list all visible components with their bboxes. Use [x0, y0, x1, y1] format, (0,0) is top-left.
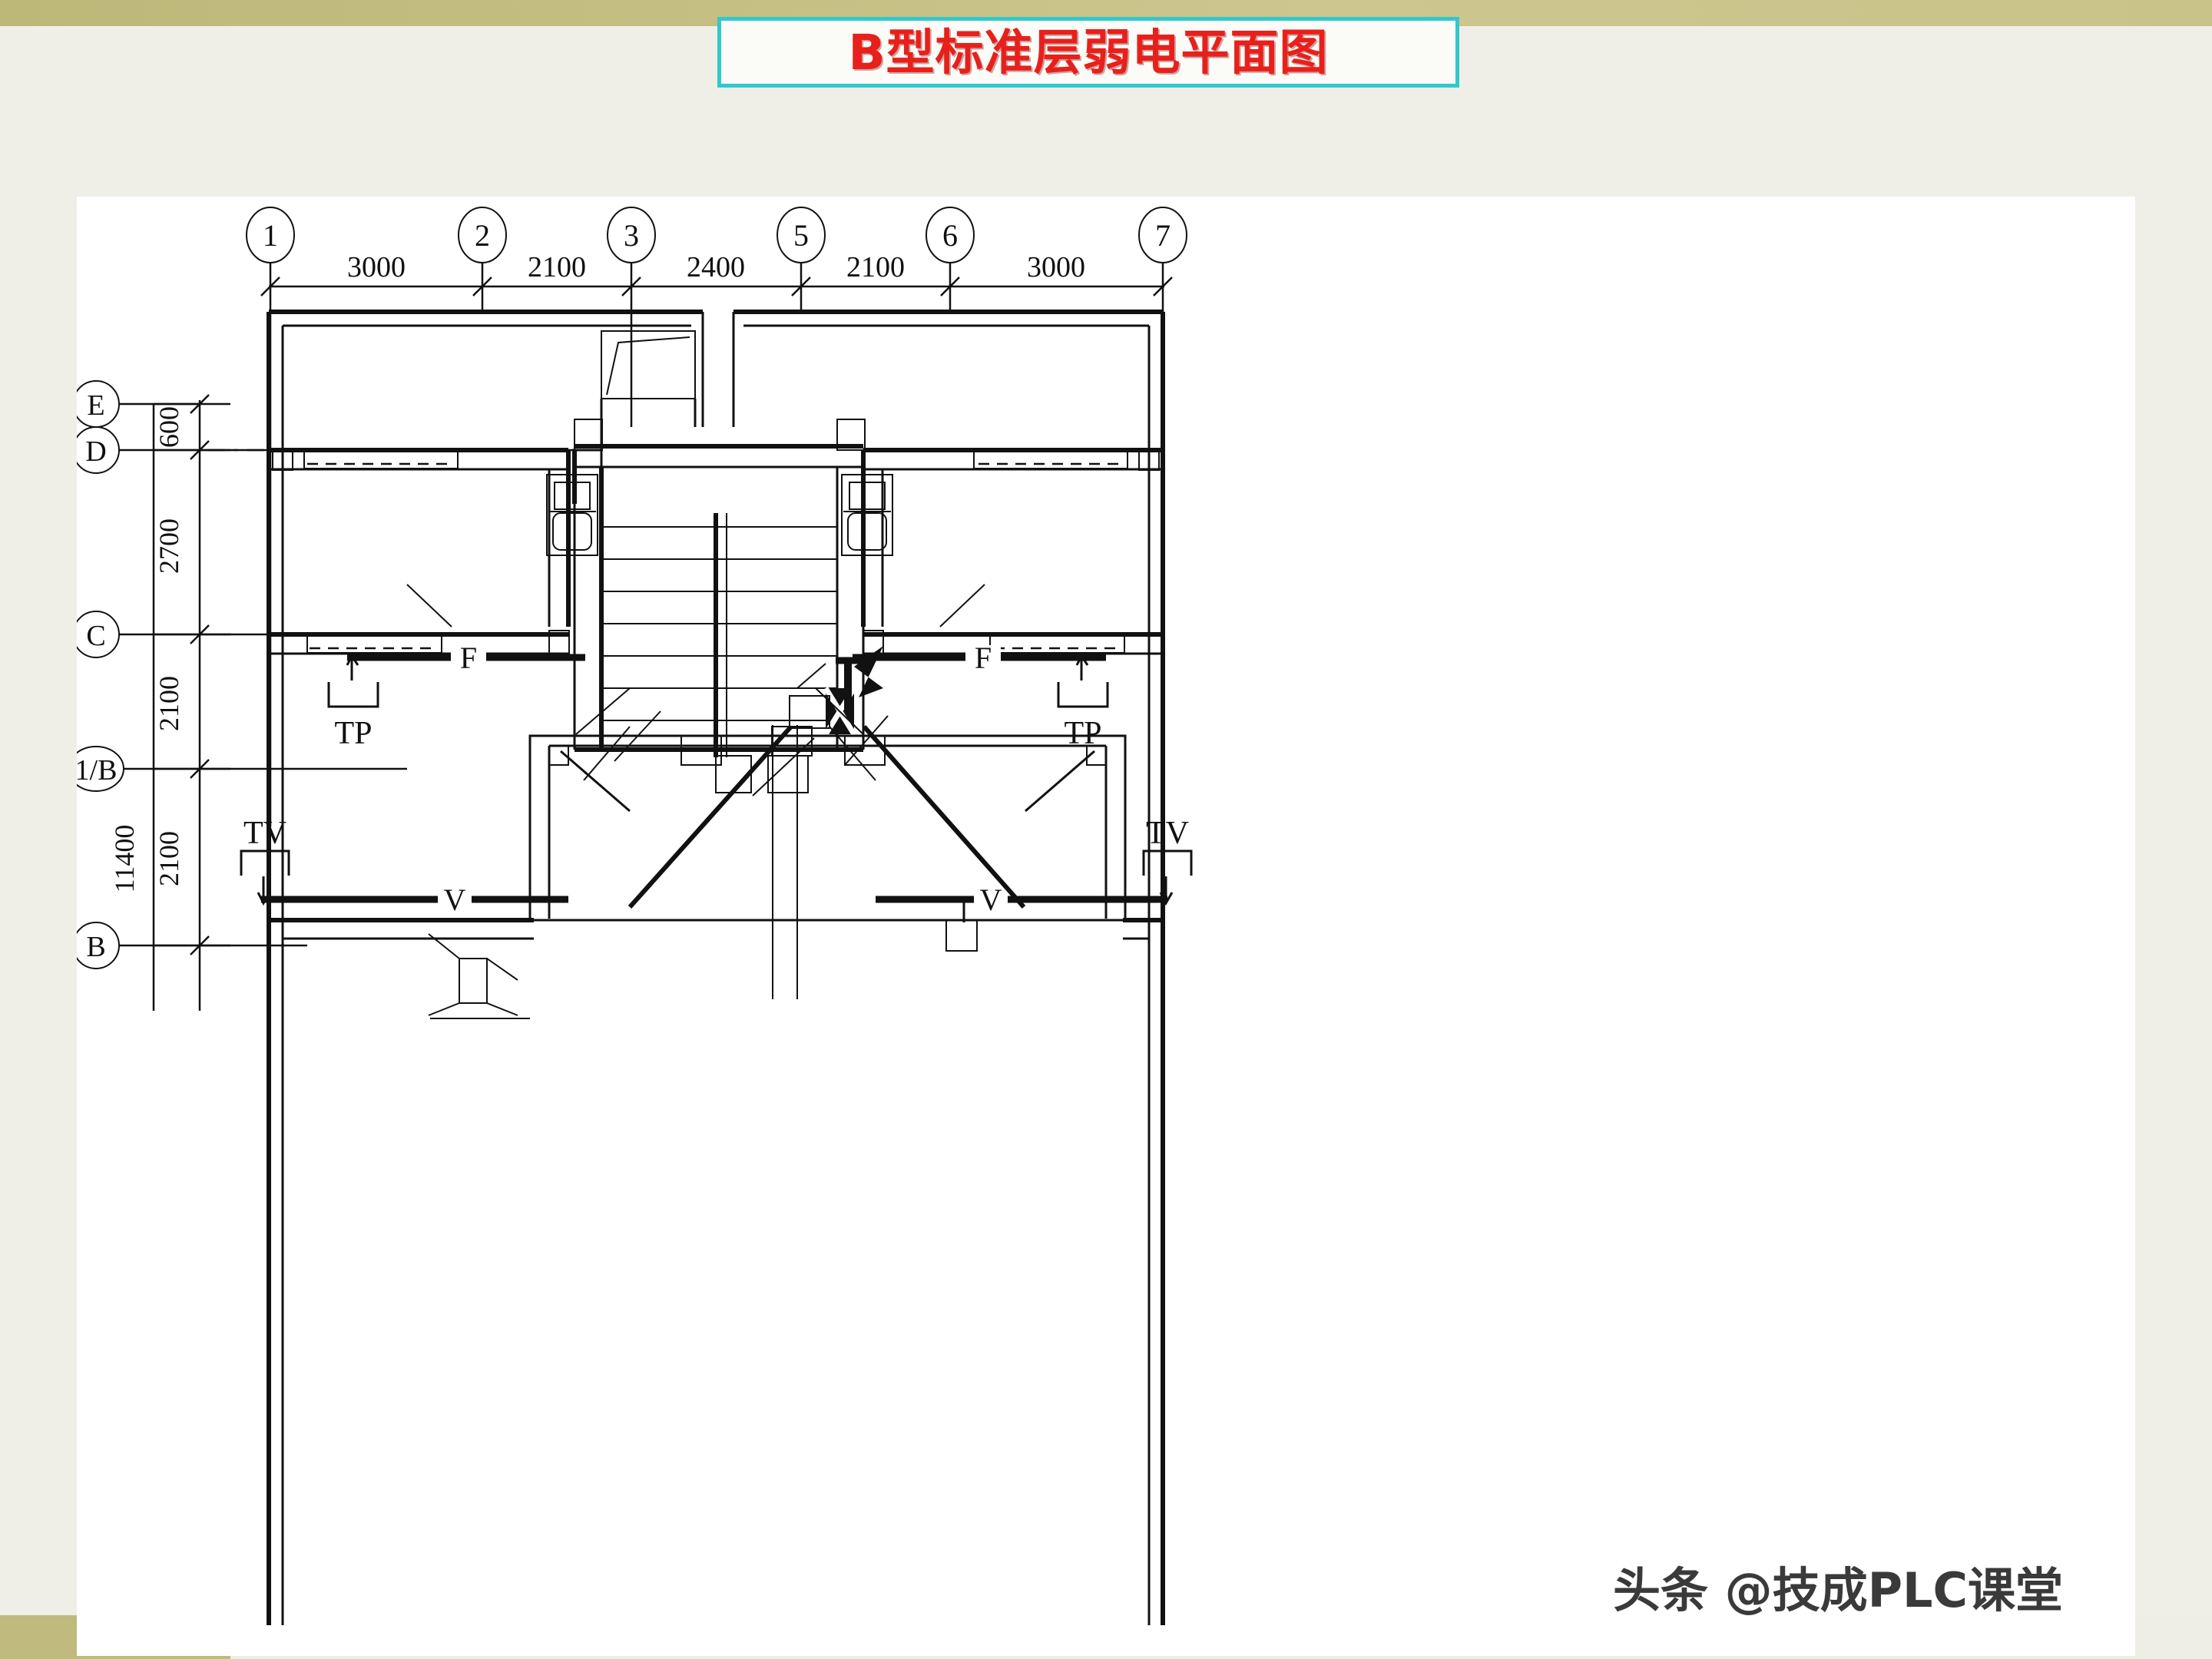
circuit-label-v-right: V — [980, 882, 1002, 917]
toilet-fixture-left — [546, 474, 598, 556]
left-dimension-ticks — [190, 394, 210, 955]
svg-text:3000: 3000 — [347, 251, 406, 283]
svg-text:5: 5 — [793, 218, 809, 253]
svg-text:E: E — [87, 389, 104, 422]
svg-text:600: 600 — [154, 406, 184, 448]
bottom-wall — [269, 899, 1163, 952]
svg-text:2: 2 — [475, 218, 490, 253]
device-label-tv-left: TV — [243, 816, 286, 851]
circuit-label-f-right: F — [975, 641, 992, 675]
top-dimension-ticks — [260, 276, 1173, 296]
slide-title-box: B型标准层弱电平面图 — [717, 17, 1459, 88]
balcony-block — [528, 663, 1127, 999]
downpipe-symbol — [428, 933, 530, 1019]
svg-text:D: D — [85, 435, 106, 468]
svg-text:6: 6 — [942, 218, 958, 253]
top-dimension-labels: 3000 2100 2400 2100 3000 — [347, 251, 1085, 283]
floor-plan-drawing: .w {fill:none;stroke:#111;stroke-width:3… — [77, 197, 2135, 1656]
svg-text:7: 7 — [1155, 218, 1171, 253]
device-label-tv-right: TV — [1146, 816, 1189, 851]
watermark: 头条 @技成PLC课堂 — [1613, 1562, 2064, 1618]
svg-text:1: 1 — [263, 218, 278, 253]
circuit-label-f-left: F — [460, 641, 477, 675]
svg-text:2100: 2100 — [154, 831, 184, 886]
svg-text:2100: 2100 — [154, 676, 184, 731]
svg-text:B: B — [86, 931, 105, 963]
svg-text:2700: 2700 — [154, 518, 184, 574]
circuit-label-v-left: V — [444, 882, 466, 917]
svg-text:2100: 2100 — [528, 251, 586, 283]
svg-text:3000: 3000 — [1027, 251, 1085, 283]
toilet-fixture-right — [841, 474, 893, 556]
svg-text:11400: 11400 — [109, 825, 140, 893]
grid-bubble-labels-left: E D C 1/B B — [77, 389, 117, 963]
page-title: B型标准层弱电平面图 — [848, 24, 1329, 81]
left-dimension-labels: 600 2700 2100 2100 11400 — [109, 406, 184, 892]
grid-bubble-labels-top: 1 2 3 5 6 7 — [263, 218, 1171, 253]
svg-text:C: C — [86, 620, 105, 652]
circuit-labels: F F V V — [444, 641, 1002, 917]
svg-text:3: 3 — [624, 218, 639, 253]
left-dimension-lines — [152, 400, 201, 1011]
svg-text:1/B: 1/B — [77, 754, 117, 786]
svg-text:2400: 2400 — [687, 251, 745, 283]
device-tp-left: TP — [327, 654, 379, 751]
device-tv-left: TV — [240, 816, 290, 906]
svg-text:2100: 2100 — [846, 251, 905, 283]
right-unit-partitions — [861, 448, 1163, 655]
device-label-tp-left: TP — [334, 716, 372, 751]
left-unit-partitions — [269, 448, 571, 655]
device-tv-right: TV — [1142, 816, 1193, 906]
